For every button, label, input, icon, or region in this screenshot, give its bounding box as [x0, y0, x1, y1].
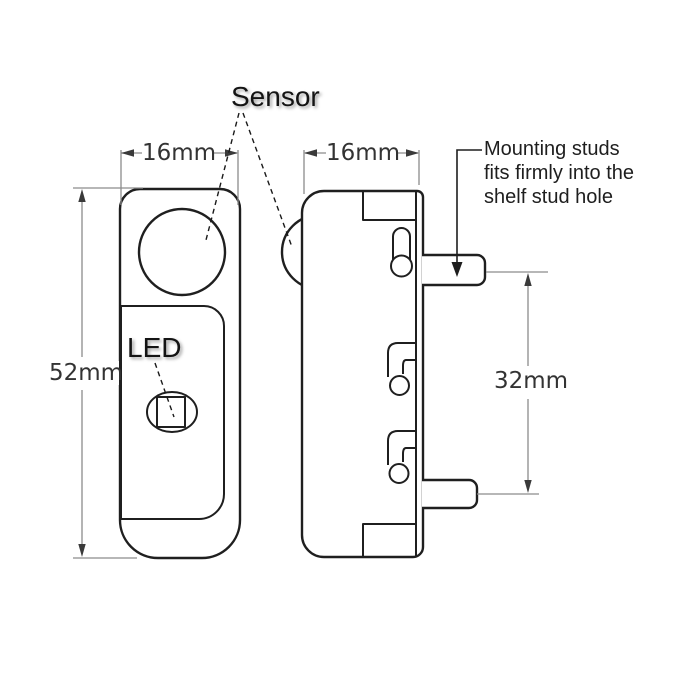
mounting-stud-upper [422, 253, 487, 287]
side-top-notch [362, 192, 415, 221]
keyhole-slot [390, 227, 413, 278]
front-inner-panel [120, 305, 225, 520]
side-bottom-notch [362, 523, 415, 556]
spring-clip-lower [387, 430, 416, 484]
led-leader [154, 362, 175, 418]
front-view [118, 187, 242, 560]
dim-side-width-label: 16mm [326, 140, 401, 166]
led-square [156, 396, 186, 428]
sensor-leader-left [205, 112, 240, 241]
dim-front-width-label: 16mm [142, 140, 217, 166]
front-sensor-circle [137, 207, 227, 297]
led-window-ellipse [146, 391, 198, 433]
side-view [280, 189, 487, 559]
dim-stud-spacing-label: 32mm [494, 368, 569, 394]
sensor-label: Sensor [231, 81, 320, 112]
dim-side-width [303, 149, 420, 194]
spring-clip-upper [387, 342, 416, 396]
mounting-note: Mounting studs fits firmly into the shel… [484, 138, 635, 208]
keyhole-hole [390, 254, 413, 278]
dim-stud-spacing [477, 271, 548, 495]
dim-height [73, 187, 143, 559]
dim-front-width [120, 149, 239, 205]
sensor-leader-right [242, 112, 293, 248]
mounting-stud-lower [422, 478, 479, 510]
dim-height-label: 52mm [49, 360, 124, 386]
led-label: LED [127, 332, 182, 363]
note-leader-arrow [451, 149, 482, 277]
